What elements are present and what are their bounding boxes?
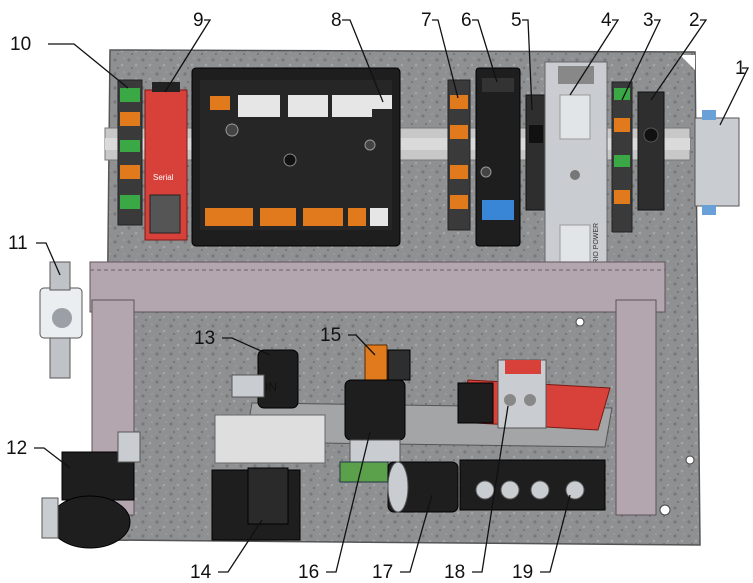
- callout-3: 3: [643, 10, 654, 31]
- callout-19: 19: [512, 562, 533, 583]
- gateway-brand-text: Serial: [153, 173, 174, 182]
- component-17-motor: [339, 461, 459, 513]
- callout-7: 7: [421, 10, 432, 31]
- component-8-controller: [191, 67, 401, 247]
- callout-9: 9: [193, 10, 204, 31]
- component-2-fuse-terminals: [637, 91, 665, 211]
- power-supply-brand-text: TRIO POWER: [593, 223, 600, 268]
- callout-10: 10: [10, 34, 31, 55]
- callout-5: 5: [511, 10, 522, 31]
- callout-18: 18: [444, 562, 465, 583]
- component-12-pump: [41, 431, 141, 549]
- component-7-terminal-blocks: [447, 79, 471, 231]
- leader-lines: [34, 19, 750, 573]
- component-14-valve-manifold: [211, 414, 326, 541]
- callout-1: 1: [735, 58, 746, 79]
- callout-12: 12: [6, 438, 27, 459]
- callout-15: 15: [320, 325, 341, 346]
- component-1-filter: [694, 110, 740, 215]
- callout-4: 4: [601, 10, 612, 31]
- component-6-module: [475, 67, 521, 247]
- component-13-solenoid-valve: IN: [231, 349, 299, 409]
- callout-16: 16: [298, 562, 319, 583]
- callout-2: 2: [689, 10, 700, 31]
- callout-8: 8: [331, 10, 342, 31]
- component-18-valve-block: [457, 359, 611, 431]
- component-16-valve: [344, 379, 406, 463]
- component-9-serial-gateway: Serial: [144, 82, 188, 241]
- component-4-power-supply: TRIO POWER: [544, 61, 608, 285]
- component-5-terminal-modules: [525, 94, 547, 211]
- callout-6: 6: [461, 10, 472, 31]
- valve-in-marking: IN: [265, 380, 277, 394]
- callout-14: 14: [190, 562, 212, 583]
- callout-13: 13: [194, 328, 215, 349]
- component-10-terminal-blocks: [117, 79, 143, 226]
- callout-labels: 10 9 8 7 6 5 4 3 2 1 11 12 13 15 14 16 1…: [6, 10, 746, 583]
- callout-11: 11: [8, 233, 28, 254]
- component-11-inline-filter: [39, 261, 83, 379]
- callout-17: 17: [372, 562, 393, 583]
- component-3-terminal-blocks: [611, 81, 633, 233]
- component-19-manifold: [459, 459, 606, 511]
